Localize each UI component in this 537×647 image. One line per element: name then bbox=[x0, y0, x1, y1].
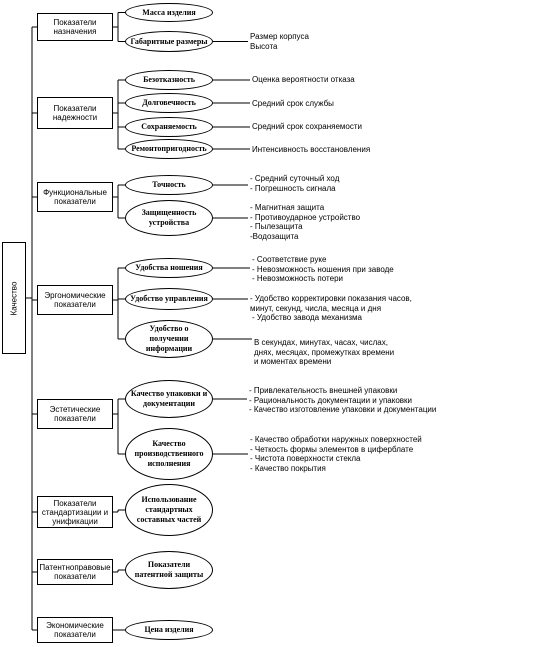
note-line: - Противоударное устройство bbox=[250, 212, 361, 222]
category-label: Функциональные показатели bbox=[43, 188, 107, 206]
note-line: -Водозащита bbox=[250, 231, 299, 241]
indicator-ellipse: Точность bbox=[125, 175, 213, 195]
indicator-ellipse: Показатели патентной защиты bbox=[125, 551, 213, 589]
indicator-label: Долговечность bbox=[142, 98, 196, 107]
indicator-label: Масса изделия bbox=[142, 7, 196, 17]
category-box: Патентноправовые показатели bbox=[37, 559, 113, 585]
category-label: Показатели стандартизации и унификации bbox=[41, 498, 109, 526]
indicator-label: Удобства ношения bbox=[135, 263, 203, 272]
indicator-label: Безотказность bbox=[143, 75, 195, 84]
indicator-notes: - Соответствие руке - Невозможность ноше… bbox=[252, 255, 394, 284]
note-line: - Удобство завода механизма bbox=[252, 313, 362, 322]
note-line: - Рациональность документации и упаковки bbox=[249, 395, 413, 405]
indicator-ellipse: Использование стандартных составных част… bbox=[125, 484, 213, 536]
note-line: - Качество обработки наружных поверхност… bbox=[250, 435, 422, 444]
category-label: Показатели надежности bbox=[52, 104, 98, 122]
indicator-ellipse: Удобства ношения bbox=[125, 258, 213, 278]
category-label: Эстетические показатели bbox=[49, 405, 101, 423]
category-box: Эргономические показатели bbox=[37, 285, 113, 315]
indicator-label: Точность bbox=[152, 180, 186, 189]
indicator-notes: В секундах, минутах, часах, числах, днях… bbox=[254, 338, 394, 367]
note-line: - Чистота поверхности стекла bbox=[250, 454, 361, 463]
category-box: Эстетические показатели bbox=[37, 399, 113, 429]
indicator-ellipse: Качество производственного исполнения bbox=[125, 428, 213, 480]
category-label: Показатели назначения bbox=[53, 18, 97, 36]
indicator-ellipse: Удобство о получении информации bbox=[125, 320, 213, 358]
indicator-ellipse: Долговечность bbox=[125, 93, 213, 113]
indicator-notes: Размер корпуса Высота bbox=[250, 32, 309, 51]
indicator-label: Использование стандартных составных част… bbox=[136, 495, 202, 524]
indicator-notes: - Привлекательность внешней упаковки - Р… bbox=[249, 386, 436, 415]
note-line: - Невозможность потери bbox=[252, 274, 343, 283]
indicator-notes: Интенсивность восстановления bbox=[252, 145, 370, 155]
note-line: - Невозможность ношения при заводе bbox=[252, 264, 394, 274]
indicator-notes: Средний срок службы bbox=[252, 99, 334, 109]
indicator-notes: - Качество обработки наружных поверхност… bbox=[250, 435, 422, 473]
indicator-ellipse: Ремонтопригодность bbox=[125, 139, 213, 159]
root-label: Качество bbox=[9, 281, 19, 315]
indicator-ellipse: Сохраняемость bbox=[125, 117, 213, 137]
indicator-notes: Оценка вероятности отказа bbox=[252, 75, 355, 85]
note-line: Интенсивность восстановления bbox=[252, 145, 371, 154]
indicator-label: Цена изделия bbox=[144, 625, 194, 634]
indicator-ellipse: Масса изделия bbox=[125, 3, 213, 22]
indicator-ellipse: Безотказность bbox=[125, 70, 213, 90]
category-box: Показатели стандартизации и унификации bbox=[37, 496, 113, 528]
category-label: Экономические показатели bbox=[46, 621, 104, 639]
note-line: Размер корпуса bbox=[250, 32, 309, 41]
category-box: Показатели назначения bbox=[37, 13, 113, 41]
category-label: Патентноправовые показатели bbox=[39, 563, 111, 581]
indicator-label: Сохраняемость bbox=[141, 122, 197, 131]
indicator-ellipse: Габаритные размеры bbox=[125, 31, 213, 52]
note-line: минут, секунд, числа, месяца и дня bbox=[250, 303, 382, 313]
category-label: Эргономические показатели bbox=[44, 291, 106, 309]
note-line: - Средний суточный ход bbox=[250, 174, 340, 183]
note-line: Средний срок сохраняемости bbox=[252, 122, 362, 131]
indicator-notes: - Удобство корректировки показания часов… bbox=[250, 294, 412, 323]
note-line: - Качество покрытия bbox=[250, 463, 326, 473]
indicator-label: Габаритные размеры bbox=[130, 36, 208, 46]
note-line: - Четкость формы элементов в циферблате bbox=[250, 444, 414, 454]
indicator-label: Ремонтопригодность bbox=[131, 144, 207, 153]
note-line: - Качество изготовление упаковки и докум… bbox=[249, 405, 437, 414]
indicator-label: Защищенность устройства bbox=[141, 208, 197, 227]
indicator-ellipse: Удобство управления bbox=[125, 288, 213, 310]
indicator-label: Качество упаковки и документации bbox=[130, 389, 208, 408]
indicator-label: Удобство о получении информации bbox=[145, 324, 193, 353]
category-box: Экономические показатели bbox=[37, 617, 113, 643]
note-line: днях, месяцах, промежутках времени bbox=[254, 347, 395, 357]
category-box: Функциональные показатели bbox=[37, 182, 113, 212]
note-line: Оценка вероятности отказа bbox=[252, 75, 355, 84]
indicator-notes: - Магнитная защита - Противоударное устр… bbox=[250, 203, 360, 241]
category-box: Показатели надежности bbox=[37, 97, 113, 129]
note-line: В секундах, минутах, часах, числах, bbox=[254, 338, 388, 347]
indicator-label: Показатели патентной защиты bbox=[134, 560, 204, 579]
note-line: и моментах времени bbox=[254, 357, 332, 366]
indicator-ellipse: Качество упаковки и документации bbox=[125, 380, 213, 418]
note-line: - Удобство корректировки показания часов… bbox=[250, 294, 412, 303]
note-line: - Погрешность сигнала bbox=[250, 183, 336, 193]
note-line: Средний срок службы bbox=[252, 99, 334, 108]
indicator-ellipse: Цена изделия bbox=[125, 620, 213, 640]
note-line: - Пылезащита bbox=[250, 222, 303, 231]
note-line: - Магнитная защита bbox=[250, 203, 325, 212]
note-line: - Привлекательность внешней упаковки bbox=[249, 386, 398, 395]
root-node: Качество bbox=[2, 242, 26, 354]
indicator-notes: Средний срок сохраняемости bbox=[252, 122, 362, 132]
note-line: Высота bbox=[250, 41, 278, 51]
indicator-label: Удобство управления bbox=[130, 294, 208, 303]
indicator-ellipse: Защищенность устройства bbox=[125, 200, 213, 236]
indicator-notes: - Средний суточный ход - Погрешность сиг… bbox=[250, 174, 339, 193]
note-line: - Соответствие руке bbox=[252, 255, 327, 264]
indicator-label: Качество производственного исполнения bbox=[134, 439, 204, 468]
